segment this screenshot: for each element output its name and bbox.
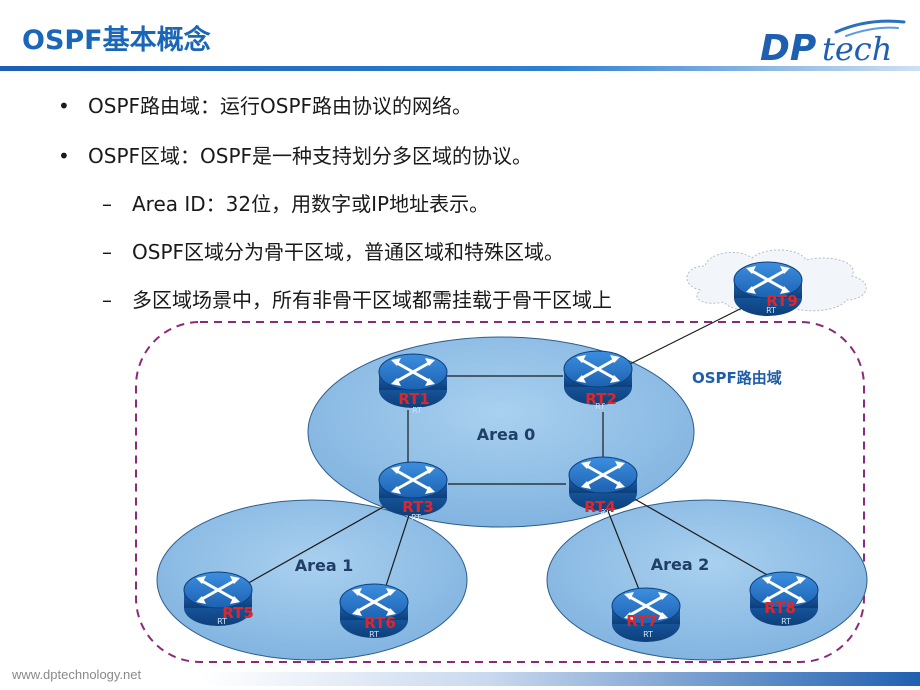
- router-label-rt6: RT6: [364, 614, 396, 632]
- router-sublabel-rt7: RT: [643, 630, 653, 639]
- ospf-domain-boundary: [135, 321, 865, 663]
- router-label-rt1: RT1: [398, 390, 430, 408]
- router-sublabel-rt4: RT: [600, 508, 610, 517]
- router-label-rt9: RT9: [766, 292, 798, 310]
- links: [235, 304, 777, 593]
- bullet-item-3: –Area ID：32位，用数字或IP地址表示。: [58, 188, 489, 217]
- router-sublabel-rt1: RT: [412, 406, 422, 415]
- bullet-text: OSPF路由域：运行OSPF路由协议的网络。: [88, 94, 473, 118]
- link-rt4-rt7: [605, 505, 641, 593]
- router-sublabel-rt6: RT: [369, 630, 379, 639]
- router-sublabel-rt3: RT: [411, 513, 421, 522]
- footer-url: www.dptechnology.net: [12, 667, 142, 682]
- router-label-rt5: RT5: [222, 604, 254, 622]
- page-title: OSPF基本概念: [22, 25, 211, 56]
- logo-tech: tech: [822, 30, 892, 68]
- router-label-rt4: RT4: [584, 498, 616, 516]
- router-label-rt2: RT2: [585, 390, 617, 408]
- area-1-label: Area 1: [295, 556, 354, 575]
- title-divider: [0, 66, 920, 71]
- area-2-shape: [546, 499, 868, 661]
- router-label-rt7: RT7: [626, 612, 658, 630]
- dptech-logo: DP tech: [760, 19, 906, 69]
- area-2-label: Area 2: [651, 555, 710, 574]
- link-rt4-rt8: [625, 493, 777, 581]
- bullet-marker: –: [102, 192, 112, 216]
- bullet-text: Area ID：32位，用数字或IP地址表示。: [132, 192, 490, 216]
- router-sublabel-rt9: RT: [766, 306, 776, 315]
- link-rt3-rt6: [383, 505, 413, 593]
- bullet-text: 多区域场景中，所有非骨干区域都需挂载于骨干区域上: [132, 288, 612, 312]
- area-0-label: Area 0: [477, 425, 536, 444]
- link-rt2-rt9: [629, 304, 749, 365]
- bullet-text: OSPF区域分为骨干区域，普通区域和特殊区域。: [132, 240, 565, 264]
- bullet-item-5: –多区域场景中，所有非骨干区域都需挂载于骨干区域上: [58, 284, 612, 313]
- bullet-marker: –: [102, 240, 112, 264]
- bullet-text: OSPF区域：OSPF是一种支持划分多区域的协议。: [88, 144, 533, 168]
- bullet-item-2: • OSPF区域：OSPF是一种支持划分多区域的协议。: [58, 140, 532, 169]
- router-label-rt3: RT3: [402, 498, 434, 516]
- footer-divider: [200, 672, 920, 686]
- logo-dp: DP: [760, 28, 816, 69]
- bullet-item-4: –OSPF区域分为骨干区域，普通区域和特殊区域。: [58, 236, 564, 265]
- bullet-item-1: • OSPF路由域：运行OSPF路由协议的网络。: [58, 90, 472, 119]
- bullet-marker: –: [102, 288, 112, 312]
- router-label-rt8: RT8: [764, 599, 796, 617]
- link-rt3-rt5: [235, 501, 393, 591]
- router-sublabel-rt5: RT: [217, 617, 227, 626]
- ospf-domain-label: OSPF路由域: [692, 369, 782, 387]
- bullet-marker: •: [58, 94, 70, 118]
- bullet-marker: •: [58, 144, 70, 168]
- router-sublabel-rt8: RT: [781, 617, 791, 626]
- router-sublabel-rt2: RT: [595, 402, 605, 411]
